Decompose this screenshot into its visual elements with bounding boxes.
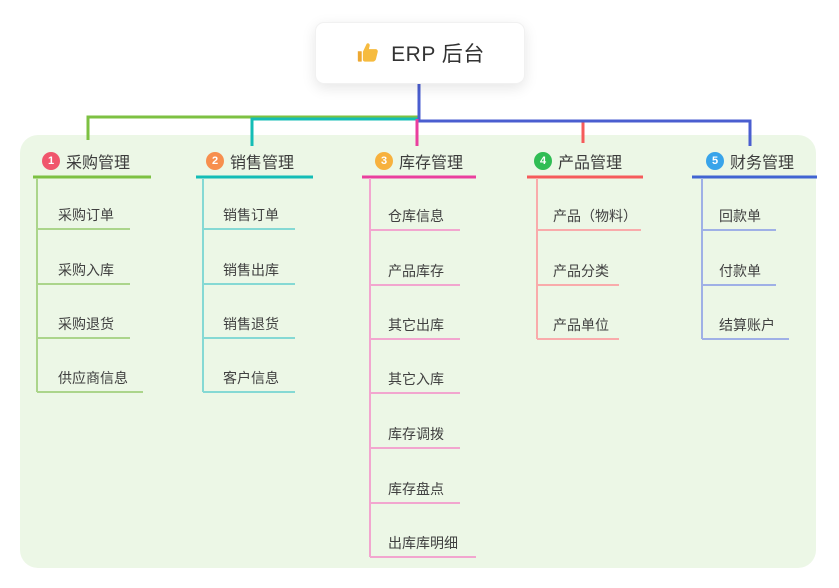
branch-5-label: 财务管理 — [730, 155, 795, 172]
branch-item[interactable]: 产品库存 — [388, 263, 444, 279]
branch-item[interactable]: 其它出库 — [388, 317, 444, 333]
branch-2-label: 销售管理 — [230, 155, 295, 172]
branch-item[interactable]: 付款单 — [719, 263, 761, 279]
branch-header-inventory[interactable]: 3 库存管理 — [375, 149, 463, 173]
branch-item[interactable]: 采购入库 — [58, 262, 114, 278]
root-title: ERP 后台 — [391, 43, 485, 66]
branch-1-number-badge: 1 — [42, 152, 60, 170]
branch-item[interactable]: 库存盘点 — [388, 481, 444, 497]
branch-4-label: 产品管理 — [558, 155, 623, 172]
branch-5-number-badge: 5 — [706, 152, 724, 170]
branch-item[interactable]: 仓库信息 — [388, 208, 444, 224]
branch-item[interactable]: 出库库明细 — [388, 535, 458, 551]
branch-item[interactable]: 其它入库 — [388, 371, 444, 387]
branch-item[interactable]: 回款单 — [719, 208, 761, 224]
branch-item[interactable]: 采购退货 — [58, 316, 114, 332]
branch-3-number-badge: 3 — [375, 152, 393, 170]
root-node[interactable]: ERP 后台 — [315, 22, 525, 84]
branch-item[interactable]: 销售订单 — [223, 207, 279, 223]
branch-item[interactable]: 供应商信息 — [58, 370, 128, 386]
branch-item[interactable]: 产品单位 — [553, 317, 609, 333]
branch-header-finance[interactable]: 5 财务管理 — [706, 149, 794, 173]
branch-4-number-badge: 4 — [534, 152, 552, 170]
branch-header-product[interactable]: 4 产品管理 — [534, 149, 622, 173]
branch-item[interactable]: 销售出库 — [223, 262, 279, 278]
branch-header-purchase[interactable]: 1 采购管理 — [42, 149, 130, 173]
thumbs-up-icon — [357, 43, 378, 62]
branch-item[interactable]: 客户信息 — [223, 370, 279, 386]
branch-item[interactable]: 产品（物料） — [553, 208, 637, 224]
branch-item[interactable]: 销售退货 — [223, 316, 279, 332]
branch-item[interactable]: 库存调拨 — [388, 426, 444, 442]
branches-panel — [20, 135, 816, 568]
branch-item[interactable]: 产品分类 — [553, 263, 609, 279]
branch-1-label: 采购管理 — [66, 155, 131, 172]
branch-item[interactable]: 采购订单 — [58, 207, 114, 223]
branch-header-sales[interactable]: 2 销售管理 — [206, 149, 294, 173]
branch-2-number-badge: 2 — [206, 152, 224, 170]
branch-3-label: 库存管理 — [399, 155, 464, 172]
branch-item[interactable]: 结算账户 — [719, 317, 775, 333]
